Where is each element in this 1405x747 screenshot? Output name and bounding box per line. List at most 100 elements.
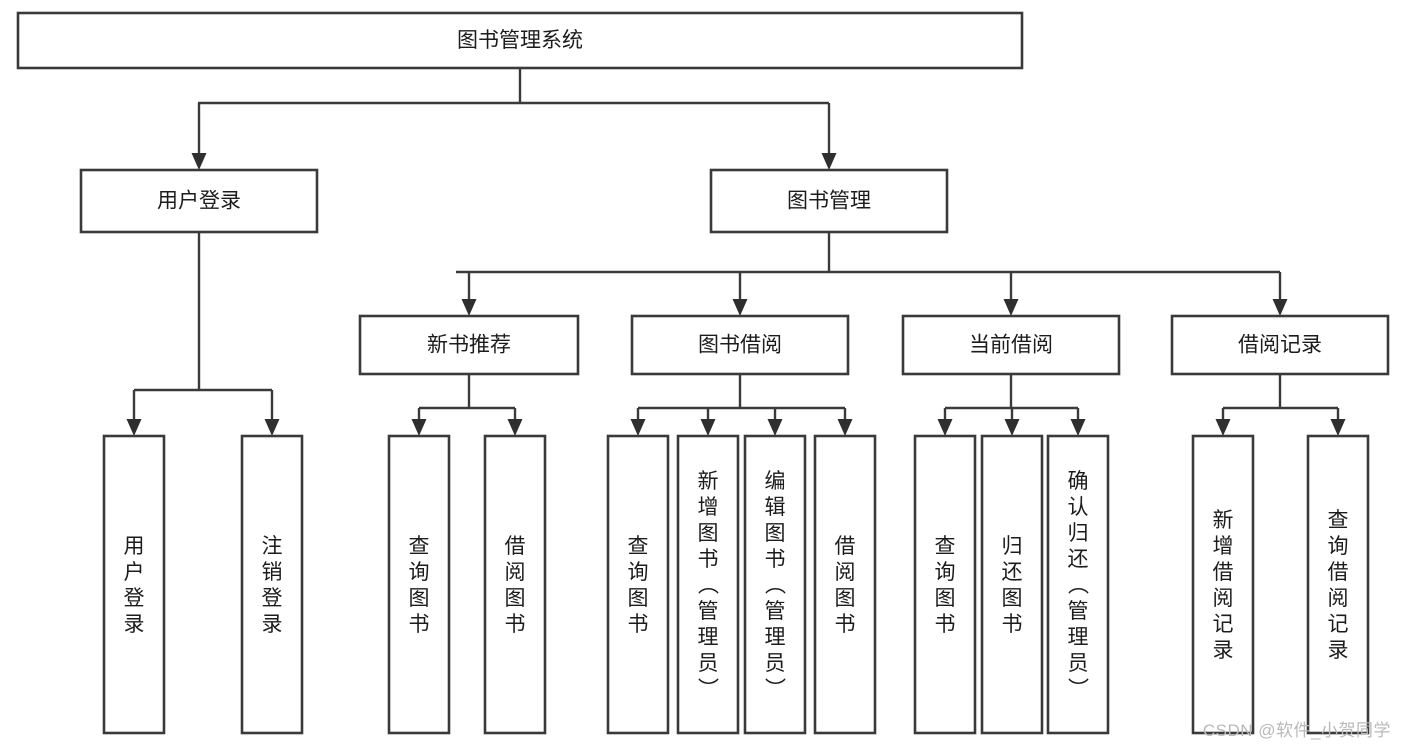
node-leaf-return-book[interactable]: 归还图书 — [980, 434, 1044, 735]
node-label: 借阅图书 — [505, 535, 526, 636]
node-box[interactable] — [1046, 434, 1110, 735]
connector-arrow-1 — [821, 103, 837, 170]
connector-arrow-4 — [1003, 272, 1019, 316]
connector-arrow-16 — [1070, 408, 1086, 436]
connector-arrow-10 — [630, 408, 646, 436]
node-label: 新增图书（管理员） — [698, 470, 720, 701]
node-label: 查询图书 — [935, 535, 956, 636]
arrowhead-icon — [1330, 419, 1346, 436]
node-box[interactable] — [1306, 434, 1370, 735]
node-user-login[interactable]: 用户登录 — [79, 168, 319, 234]
arrowhead-icon — [821, 153, 837, 170]
arrowhead-icon — [767, 419, 783, 436]
connector-arrow-13 — [837, 408, 853, 436]
node-leaf-add-record[interactable]: 新增借阅记录 — [1191, 434, 1255, 735]
node-box[interactable] — [709, 168, 949, 234]
node-box[interactable] — [980, 434, 1044, 735]
node-label: 查询借阅记录 — [1328, 509, 1349, 662]
nodes-layer: 图书管理系统用户登录图书管理新书推荐图书借阅当前借阅借阅记录用户登录注销登录查询… — [16, 11, 1390, 735]
connector-bus-borrow-record — [1223, 374, 1338, 410]
node-book-manage[interactable]: 图书管理 — [709, 168, 949, 234]
node-root[interactable]: 图书管理系统 — [16, 11, 1024, 70]
node-box[interactable] — [240, 434, 304, 735]
connector-arrow-18 — [1330, 408, 1346, 436]
node-leaf-query-record[interactable]: 查询借阅记录 — [1306, 434, 1370, 735]
connector-arrow-11 — [700, 408, 716, 436]
node-leaf-borrow-book-1[interactable]: 借阅图书 — [483, 434, 547, 735]
node-current-borrow[interactable]: 当前借阅 — [901, 314, 1121, 376]
node-box[interactable] — [606, 434, 670, 735]
node-label: 当前借阅 — [969, 334, 1053, 357]
connector-arrow-8 — [411, 408, 427, 436]
node-label: 图书借阅 — [698, 334, 782, 357]
arrowhead-icon — [1215, 419, 1231, 436]
node-borrow-record[interactable]: 借阅记录 — [1170, 314, 1390, 376]
connector-bus-current-borrow — [945, 374, 1078, 410]
connector-arrow-5 — [1272, 272, 1288, 316]
arrowhead-icon — [507, 419, 523, 436]
node-label: 确认归还（管理员） — [1068, 470, 1090, 701]
node-label: 新书推荐 — [427, 334, 511, 357]
node-box[interactable] — [102, 434, 166, 735]
node-box[interactable] — [1191, 434, 1255, 735]
connector-bus-book-manage — [456, 232, 1280, 274]
node-box[interactable] — [358, 314, 580, 376]
node-leaf-logout[interactable]: 注销登录 — [240, 434, 304, 735]
node-leaf-query-book-1[interactable]: 查询图书 — [387, 434, 451, 735]
connector-bus-new-book — [419, 374, 515, 410]
node-label: 查询图书 — [628, 535, 649, 636]
arrowhead-icon — [126, 419, 142, 436]
node-box[interactable] — [676, 434, 740, 735]
node-label: 归还图书 — [1002, 535, 1023, 636]
node-new-book-recommend[interactable]: 新书推荐 — [358, 314, 580, 376]
node-label: 注销登录 — [262, 535, 283, 636]
node-label: 用户登录 — [124, 535, 145, 636]
connector-arrow-9 — [507, 408, 523, 436]
connector-arrow-17 — [1215, 408, 1231, 436]
arrowhead-icon — [1003, 299, 1019, 316]
arrowhead-icon — [461, 299, 477, 316]
node-leaf-add-book[interactable]: 新增图书（管理员） — [676, 434, 740, 735]
csdn-watermark: CSDN @软件_小贺同学 — [1202, 721, 1391, 740]
connector-bus-user-login — [134, 232, 272, 392]
connector-arrow-3 — [732, 272, 748, 316]
node-box[interactable] — [813, 434, 877, 735]
node-leaf-user-login[interactable]: 用户登录 — [102, 434, 166, 735]
node-leaf-query-book-3[interactable]: 查询图书 — [913, 434, 977, 735]
node-box[interactable] — [630, 314, 850, 376]
node-box[interactable] — [483, 434, 547, 735]
connector-arrow-2 — [461, 272, 477, 316]
node-box[interactable] — [79, 168, 319, 234]
arrowhead-icon — [630, 419, 646, 436]
connector-arrow-12 — [767, 408, 783, 436]
arrowhead-icon — [264, 419, 280, 436]
node-label: 编辑图书（管理员） — [765, 470, 787, 701]
node-box[interactable] — [16, 11, 1024, 70]
node-leaf-confirm-return[interactable]: 确认归还（管理员） — [1046, 434, 1110, 735]
node-box[interactable] — [1170, 314, 1390, 376]
arrowhead-icon — [1070, 419, 1086, 436]
arrowhead-icon — [732, 299, 748, 316]
connector-arrow-7 — [264, 390, 280, 436]
node-leaf-edit-book[interactable]: 编辑图书（管理员） — [743, 434, 807, 735]
node-leaf-query-book-2[interactable]: 查询图书 — [606, 434, 670, 735]
arrowhead-icon — [191, 153, 207, 170]
node-leaf-borrow-book-2[interactable]: 借阅图书 — [813, 434, 877, 735]
node-label: 借阅记录 — [1238, 334, 1322, 357]
node-box[interactable] — [901, 314, 1121, 376]
arrowhead-icon — [411, 419, 427, 436]
arrowhead-icon — [937, 419, 953, 436]
node-label: 图书管理系统 — [457, 29, 583, 52]
node-box[interactable] — [913, 434, 977, 735]
node-label: 图书管理 — [787, 190, 871, 213]
arrowhead-icon — [1004, 419, 1020, 436]
node-label: 新增借阅记录 — [1213, 509, 1234, 662]
node-book-borrow[interactable]: 图书借阅 — [630, 314, 850, 376]
node-box[interactable] — [743, 434, 807, 735]
node-box[interactable] — [387, 434, 451, 735]
node-label: 查询图书 — [409, 535, 430, 636]
connector-arrow-14 — [937, 408, 953, 436]
edges-layer — [126, 68, 1346, 436]
arrowhead-icon — [837, 419, 853, 436]
